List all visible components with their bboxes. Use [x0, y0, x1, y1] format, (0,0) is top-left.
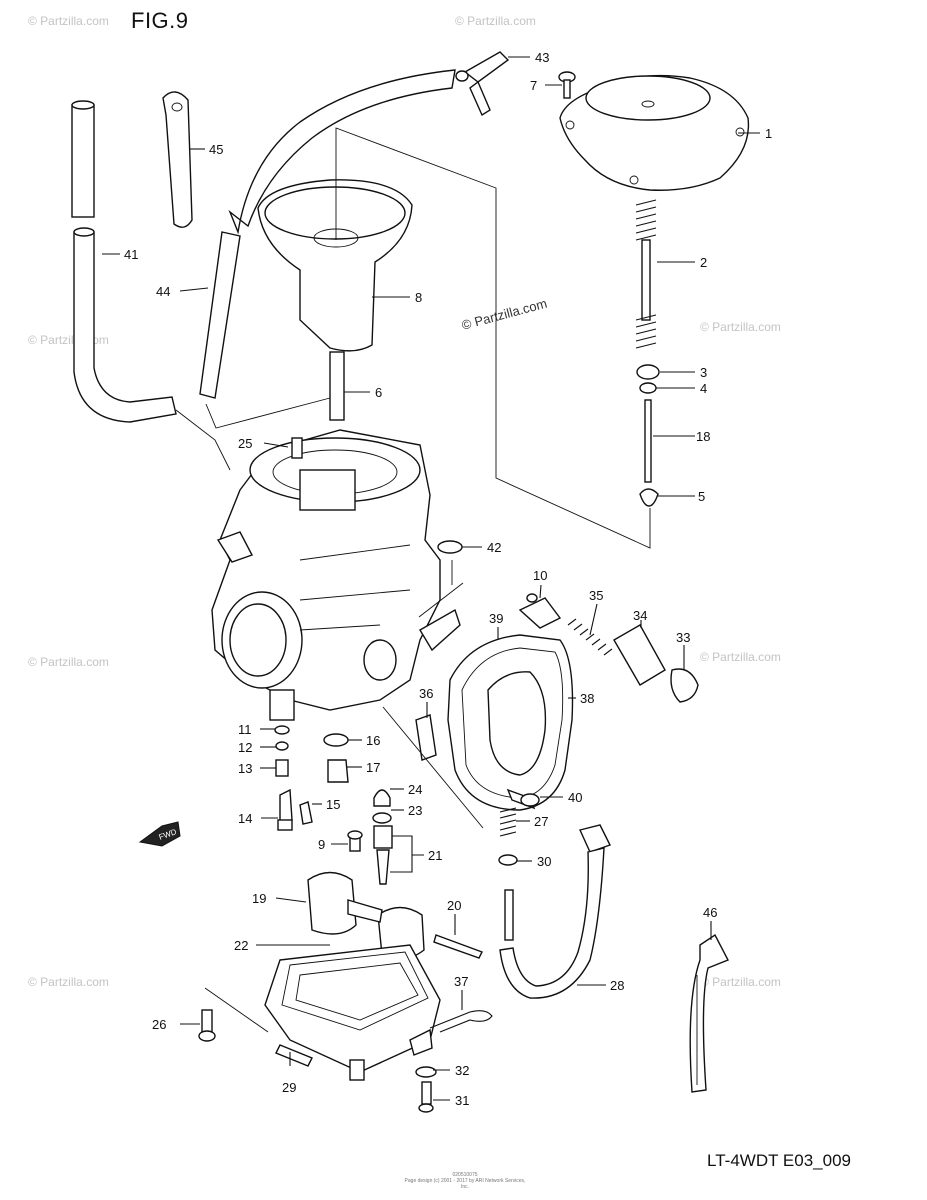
callout-21: 21: [428, 848, 442, 863]
float-pin-part: [433, 934, 483, 959]
callout-40: 40: [568, 790, 582, 805]
callout-18: 18: [696, 429, 710, 444]
callout-4: 4: [700, 381, 707, 396]
part-36: [415, 714, 437, 761]
callout-7: 7: [530, 78, 537, 93]
callout-38: 38: [580, 691, 594, 706]
callout-29: 29: [282, 1080, 296, 1095]
screw-25-part: [291, 437, 303, 459]
callout-27: 27: [534, 814, 548, 829]
callout-14: 14: [238, 811, 252, 826]
footer-code: 020510075: [452, 1172, 478, 1178]
vacuum-piston-part: [257, 179, 413, 421]
float-part: [307, 871, 425, 960]
jets-middle-part: [323, 733, 393, 885]
idle-screw-part: [498, 788, 540, 941]
needle-spring-part: [635, 199, 660, 507]
fwd-arrow-icon: FWD: [138, 821, 181, 847]
callout-12: 12: [238, 740, 252, 755]
callout-1: 1: [765, 126, 772, 141]
watermark: © Partzilla.com: [700, 650, 781, 664]
callout-39: 39: [489, 611, 503, 626]
callout-15: 15: [326, 797, 340, 812]
figure-title: FIG.9: [131, 8, 189, 33]
choke-plunger-part: [518, 593, 699, 703]
assembly-lines: [175, 127, 651, 1033]
callout-16: 16: [366, 733, 380, 748]
callout-37: 37: [454, 974, 468, 989]
callout-19: 19: [252, 891, 266, 906]
callout-3: 3: [700, 365, 707, 380]
wrench-46-part: [689, 933, 729, 1093]
callout-44: 44: [156, 284, 170, 299]
watermark: © Partzilla.com: [28, 14, 109, 28]
drain-tube-part: [499, 824, 611, 999]
callout-36: 36: [419, 686, 433, 701]
model-code: LT-4WDT E03_009: [707, 1151, 851, 1170]
callout-17: 17: [366, 760, 380, 775]
bowl-screws-part: [198, 1009, 437, 1113]
callout-26: 26: [152, 1017, 166, 1032]
top-cap-part: [559, 74, 750, 191]
callout-22: 22: [234, 938, 248, 953]
watermark: © Partzilla.com: [28, 975, 109, 989]
callout-2: 2: [700, 255, 707, 270]
watermark: © Partzilla.com: [700, 975, 781, 989]
float-bowl-part: [264, 944, 441, 1081]
hose-clip-45-part: [162, 91, 193, 228]
callout-32: 32: [455, 1063, 469, 1078]
watermark: © Partzilla.com: [455, 14, 536, 28]
callout-35: 35: [589, 588, 603, 603]
screw-7-part: [558, 71, 576, 99]
callout-10: 10: [533, 568, 547, 583]
callout-11: 11: [238, 722, 252, 737]
drain-hose-part: [71, 100, 177, 423]
footer-credit: 020510075 Page design (c) 2001 - 2017 by…: [400, 1172, 530, 1190]
callout-24: 24: [408, 782, 422, 797]
callout-6: 6: [375, 385, 382, 400]
callout-9: 9: [318, 837, 325, 852]
callout-28: 28: [610, 978, 624, 993]
jets-left-part: [274, 725, 363, 852]
callout-8: 8: [415, 290, 422, 305]
watermark: © Partzilla.com: [28, 655, 109, 669]
callout-41: 41: [124, 247, 138, 262]
callout-43: 43: [535, 50, 549, 65]
callout-5: 5: [698, 489, 705, 504]
leader-lines: [102, 56, 760, 1101]
side-cover-part: [447, 634, 574, 811]
callout-23: 23: [408, 803, 422, 818]
callout-33: 33: [676, 630, 690, 645]
callout-30: 30: [537, 854, 551, 869]
footer-copyright: Page design (c) 2001 - 2017 by ARI Netwo…: [404, 1178, 526, 1190]
tee-fitting-part: [455, 51, 510, 117]
callout-34: 34: [633, 608, 647, 623]
carburetor-body-part: [211, 429, 461, 721]
callout-31: 31: [455, 1093, 469, 1108]
callout-20: 20: [447, 898, 461, 913]
vent-hose-part: [199, 69, 456, 399]
watermark: © Partzilla.com: [700, 320, 781, 334]
callout-46: 46: [703, 905, 717, 920]
clip-37-part: [429, 1010, 493, 1033]
callout-25: 25: [238, 436, 252, 451]
callout-13: 13: [238, 761, 252, 776]
callout-42: 42: [487, 540, 501, 555]
callout-labels: 1 2 3 4 5 6 7 8 9 10 11 12 13 14 15 16 1…: [124, 50, 772, 1108]
callout-45: 45: [209, 142, 223, 157]
o-ring-42-part: [437, 540, 463, 554]
